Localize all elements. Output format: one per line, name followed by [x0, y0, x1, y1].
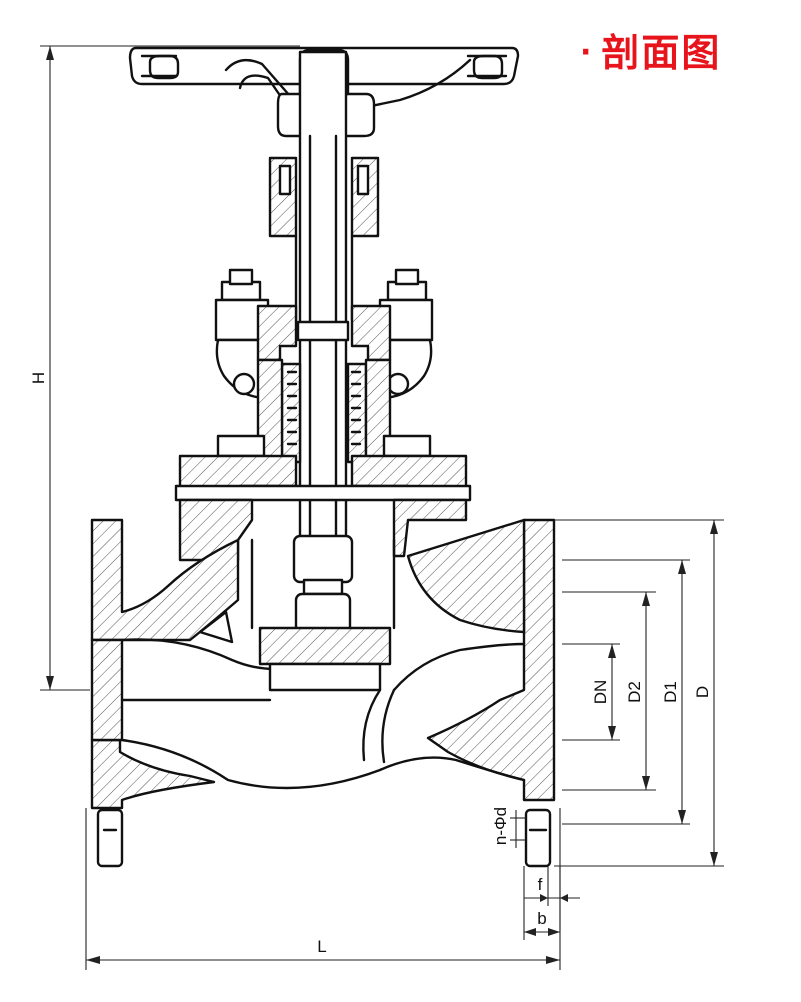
title-bullet: · [580, 35, 594, 70]
valve-stem [292, 50, 354, 636]
dim-label-DN: DN [591, 680, 610, 705]
gland-assembly [214, 268, 434, 464]
drawing-title: ·剖面图 [580, 22, 721, 77]
dim-label-bolt-holes: n-Φd [491, 807, 510, 845]
flange-bolts [96, 808, 552, 868]
yoke-nut-housing [268, 156, 380, 322]
dim-label-f: f [538, 875, 543, 894]
dim-label-L: L [317, 937, 326, 956]
valve-body [90, 518, 556, 810]
dim-label-b: b [537, 909, 546, 928]
title-text: 剖面图 [601, 31, 722, 75]
dim-label-D2: D2 [625, 681, 644, 703]
dim-label-D1: D1 [661, 681, 680, 703]
dimension-lines [40, 45, 724, 970]
dim-label-D: D [693, 686, 712, 698]
dim-label-H: H [29, 372, 48, 384]
